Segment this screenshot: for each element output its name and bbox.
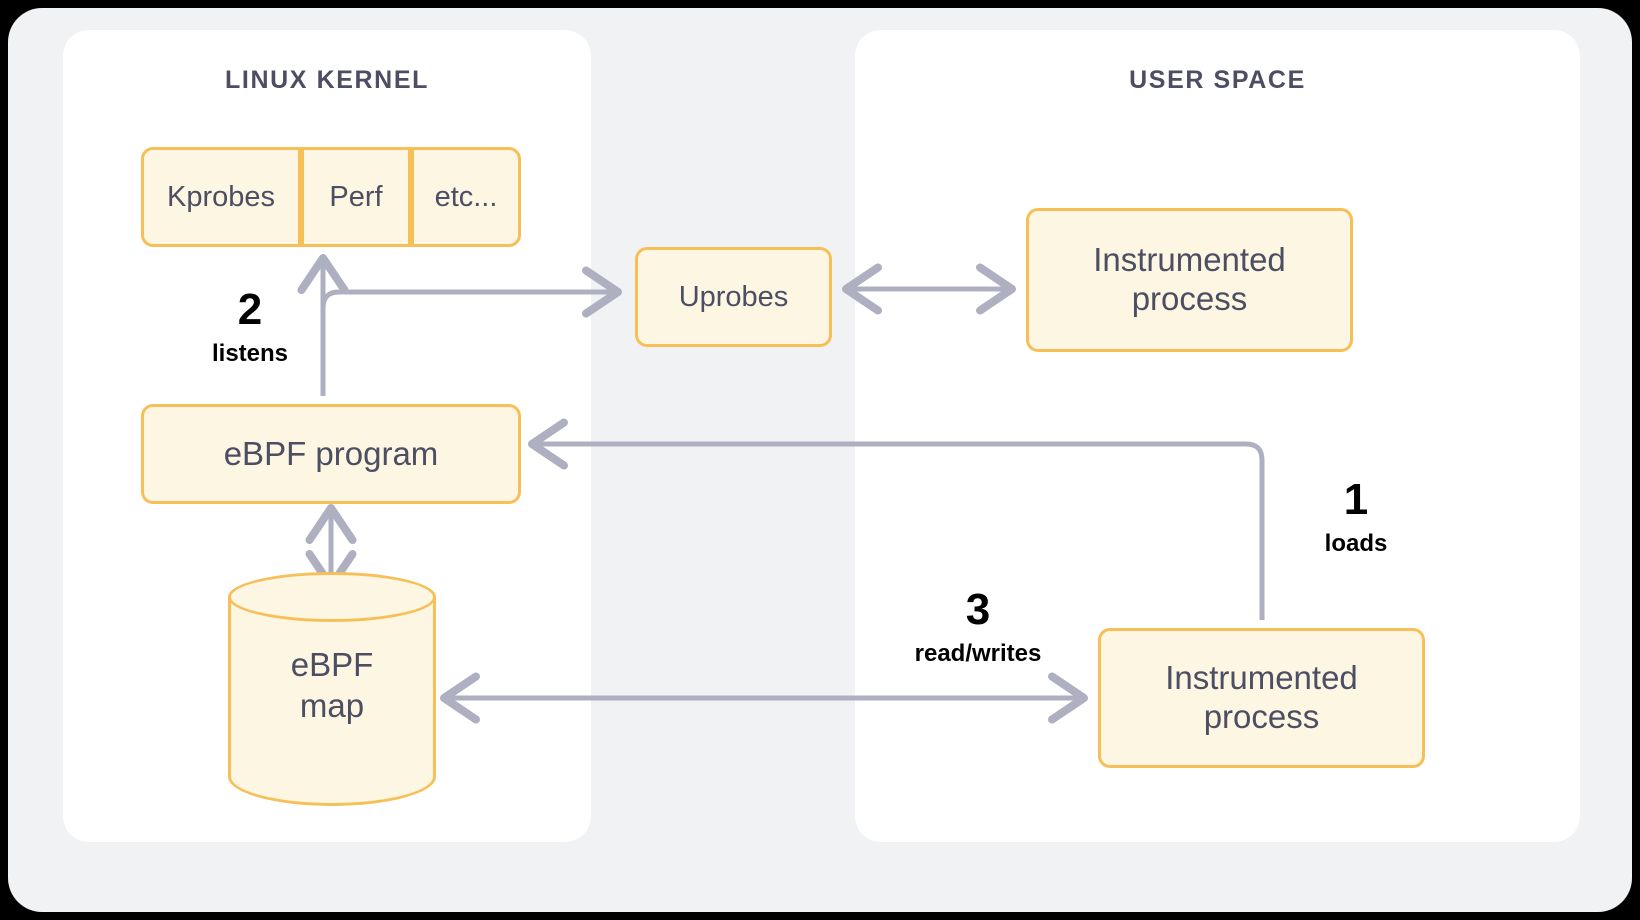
node-etc[interactable]: etc... [411,147,521,247]
proc-top-line1: Instrumented [1093,241,1286,279]
cylinder-top-ellipse [228,572,436,622]
node-instrumented-process-bottom-label: Instrumented process [1165,659,1358,737]
step-label-1: 1 loads [1296,478,1416,558]
step-2-caption: listens [211,340,289,367]
step-2-number: 2 [237,285,263,334]
node-perf[interactable]: Perf [301,147,411,247]
node-instrumented-process-top[interactable]: Instrumented process [1026,208,1353,352]
node-ebpf-map-line2: map [299,687,365,725]
proc-top-line2: process [1131,280,1248,317]
probes-group: Kprobes Perf etc... [141,147,521,247]
node-kprobes[interactable]: Kprobes [141,147,301,247]
node-ebpf-program[interactable]: eBPF program [141,404,521,504]
proc-bottom-line2: process [1203,698,1320,735]
node-ebpf-map-label: eBPF map [228,644,436,727]
step-1-number: 1 [1343,475,1369,524]
step-label-3: 3 read/writes [888,588,1068,668]
diagram-canvas: LINUX KERNEL USER SPACE [8,8,1632,912]
cylinder-body [228,596,436,806]
node-uprobes[interactable]: Uprobes [635,247,832,347]
node-ebpf-map-line1: eBPF [290,646,374,683]
step-label-2: 2 listens [190,288,310,368]
panel-title-user-space: USER SPACE [1129,66,1306,94]
step-3-caption: read/writes [914,640,1042,667]
panel-title-linux-kernel: LINUX KERNEL [225,66,429,94]
proc-bottom-line1: Instrumented [1165,659,1358,697]
step-3-number: 3 [965,585,991,634]
node-instrumented-process-top-label: Instrumented process [1093,241,1286,319]
node-instrumented-process-bottom[interactable]: Instrumented process [1098,628,1425,768]
step-1-caption: loads [1324,530,1388,557]
node-ebpf-map[interactable]: eBPF map [228,572,436,806]
